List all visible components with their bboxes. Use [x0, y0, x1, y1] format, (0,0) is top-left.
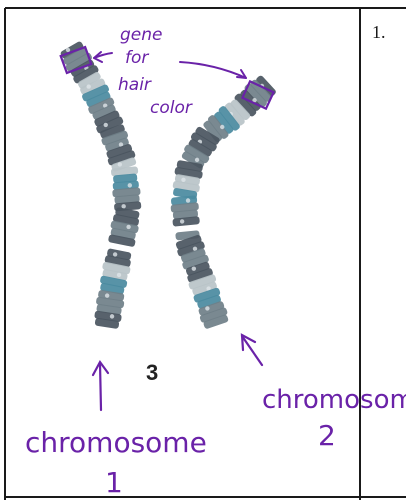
chromosome-speckle — [126, 225, 130, 229]
chromosome-speckle — [66, 48, 70, 52]
gene-arrows — [94, 52, 246, 78]
arrow-head-chromosome-2 — [242, 335, 255, 350]
annotation-gene: gene — [120, 25, 162, 45]
chromosome-speckle — [121, 204, 125, 208]
arrow-chromosome-1 — [100, 363, 101, 410]
annotation-hair: hair — [118, 75, 152, 95]
chromosome-speckle — [105, 293, 109, 297]
annotation-for: for — [125, 48, 149, 68]
question-number: 1. — [372, 22, 386, 42]
chromosome-speckle — [186, 198, 190, 202]
gene-annotation: gene for hair color — [118, 25, 193, 118]
chromosome-1-label-word: chromosome — [25, 426, 207, 459]
arrow-to-gene-2 — [180, 62, 246, 78]
chromosome-2-label-number: 2 — [318, 419, 336, 452]
chromosome-speckle — [118, 162, 122, 166]
chromosome-speckle — [113, 252, 117, 256]
chromosome-labels: chromosome 1 chromosome 2 — [25, 385, 406, 499]
chromosome-speckle — [192, 266, 196, 270]
label-arrows — [93, 335, 262, 410]
chromosome-speckle — [220, 125, 224, 129]
chromosome-speckle — [128, 183, 132, 187]
chromosome-2-label-word: chromosome — [262, 385, 406, 415]
figure-number: 3 — [146, 360, 158, 385]
chromosome-speckle — [117, 273, 121, 277]
chromosome-speckle — [110, 314, 114, 318]
chromosome-speckle — [181, 178, 185, 182]
chromosome-speckle — [180, 219, 184, 223]
chromosome-speckle — [195, 158, 199, 162]
chromosome-speckle — [104, 123, 108, 127]
chromosome-1-label-number: 1 — [105, 466, 123, 499]
chromosome-speckle — [205, 306, 209, 310]
annotation-color: color — [150, 98, 193, 118]
chromosome-speckle — [86, 84, 90, 88]
